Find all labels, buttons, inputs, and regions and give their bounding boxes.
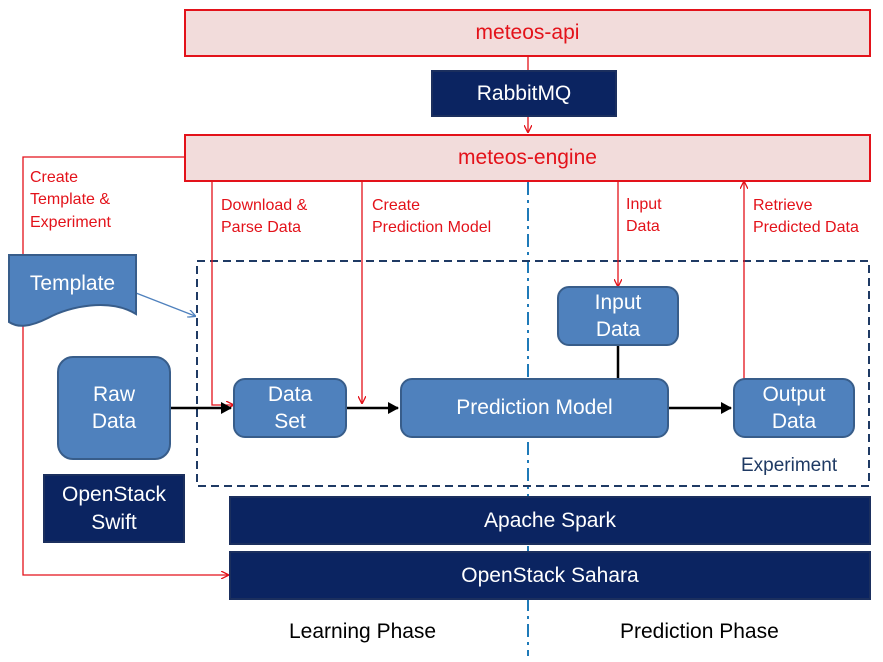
prediction-model-node: Prediction Model — [400, 378, 669, 438]
meteos-engine-box: meteos-engine — [184, 134, 871, 182]
output-data-label: Output Data — [762, 382, 826, 433]
create-template-arrow — [22, 156, 228, 575]
openstack-swift-label: OpenStack Swift — [62, 483, 166, 534]
experiment-frame — [196, 260, 870, 487]
openstack-sahara-label: OpenStack Sahara — [461, 563, 639, 587]
apache-spark-box: Apache Spark — [229, 496, 871, 545]
openstack-sahara-box: OpenStack Sahara — [229, 551, 871, 600]
create-model-label: Create Prediction Model — [372, 197, 492, 237]
download-parse-label: Download & Parse Data — [221, 197, 308, 237]
raw-data-label: Raw Data — [91, 382, 137, 433]
input-data-edge-label: Input Data — [626, 196, 662, 236]
apache-spark-label: Apache Spark — [484, 508, 616, 532]
retrieve-predicted-label: Retrieve Predicted Data — [753, 197, 859, 237]
meteos-engine-label: meteos-engine — [458, 146, 597, 170]
data-set-label: Data Set — [267, 382, 313, 433]
input-data-node: Input Data — [557, 286, 679, 346]
template-label: Template — [29, 272, 116, 296]
experiment-label: Experiment — [741, 455, 838, 476]
learning-phase-label: Learning Phase — [289, 620, 437, 643]
raw-data-node: Raw Data — [57, 356, 171, 460]
prediction-model-label: Prediction Model — [456, 396, 613, 420]
template-shape — [8, 254, 137, 327]
meteos-api-label: meteos-api — [475, 21, 580, 45]
output-data-node: Output Data — [733, 378, 855, 438]
create-template-label: Create Template & Experiment — [30, 169, 111, 231]
rabbitmq-label: RabbitMQ — [476, 81, 572, 105]
prediction-phase-label: Prediction Phase — [620, 620, 779, 643]
template-text-area: Template — [9, 262, 136, 306]
data-set-node: Data Set — [233, 378, 347, 438]
input-data-label: Input Data — [594, 290, 642, 341]
meteos-api-box: meteos-api — [184, 9, 871, 57]
openstack-swift-box: OpenStack Swift — [43, 474, 185, 543]
template-to-experiment-arrow — [135, 292, 195, 316]
rabbitmq-box: RabbitMQ — [431, 70, 617, 117]
